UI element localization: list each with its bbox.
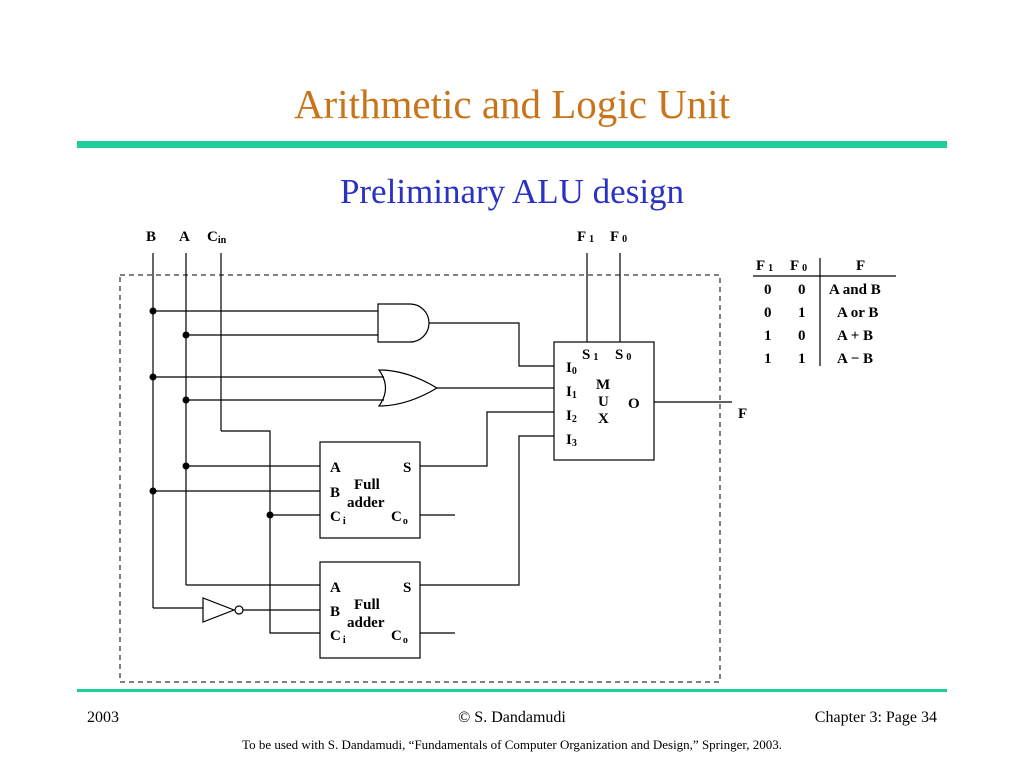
svg-text:Full: Full	[354, 597, 380, 613]
and-gate	[377, 303, 430, 343]
svg-text:F: F	[856, 258, 865, 274]
footer-author: © S. Dandamudi	[458, 709, 566, 726]
svg-text:1: 1	[764, 351, 772, 367]
footer-page: Chapter 3: Page 34	[814, 709, 937, 726]
inverter-bubble	[234, 605, 244, 615]
svg-text:Co: Co	[391, 509, 408, 527]
svg-text:0: 0	[764, 282, 772, 298]
slide-subtitle: Preliminary ALU design	[339, 172, 685, 211]
svg-text:I2: I2	[566, 408, 577, 425]
svg-text:I0: I0	[566, 360, 577, 377]
input-b-label: B	[146, 229, 156, 245]
svg-text:1: 1	[764, 328, 772, 344]
title-divider	[77, 141, 947, 148]
svg-text:F0: F0	[790, 258, 807, 274]
svg-text:S: S	[403, 580, 411, 596]
svg-text:A and B: A and B	[829, 282, 881, 298]
svg-text:Ci: Ci	[330, 628, 346, 646]
svg-text:A: A	[330, 580, 341, 596]
svg-text:S: S	[403, 460, 411, 476]
svg-text:B: B	[330, 604, 340, 620]
svg-text:0: 0	[764, 305, 772, 321]
mux-output-label: O	[628, 396, 640, 412]
svg-text:I1: I1	[566, 384, 577, 401]
multiplexer	[553, 341, 655, 461]
mux-name-m: M	[596, 377, 610, 393]
svg-text:Full: Full	[354, 477, 380, 493]
mux-name-u: U	[598, 394, 609, 410]
slide-title: Arithmetic and Logic Unit	[293, 81, 731, 127]
svg-text:Ci: Ci	[330, 509, 346, 527]
svg-text:S0: S0	[615, 347, 631, 363]
inverter-gate	[202, 597, 236, 623]
svg-text:A − B: A − B	[837, 351, 873, 367]
svg-text:adder: adder	[347, 495, 385, 511]
full-adder-1	[319, 441, 421, 539]
input-wires	[152, 253, 621, 634]
footer-year: 2003	[87, 709, 119, 726]
svg-text:adder: adder	[347, 615, 385, 631]
mux-name-x: X	[598, 411, 609, 427]
svg-text:F1: F1	[756, 258, 773, 274]
footer-credit: To be used with S. Dandamudi, “Fundament…	[242, 737, 782, 752]
input-cin-label: Cin	[207, 229, 227, 246]
footer-divider	[77, 689, 947, 692]
input-a-label: A	[179, 229, 190, 245]
svg-text:B: B	[330, 485, 340, 501]
alu-boundary	[119, 274, 721, 683]
output-f-label: F	[738, 406, 747, 422]
or-gate	[377, 369, 439, 407]
svg-text:Co: Co	[391, 628, 408, 646]
svg-text:1: 1	[798, 351, 806, 367]
svg-text:S1: S1	[582, 347, 598, 363]
svg-text:1: 1	[798, 305, 806, 321]
svg-text:A: A	[330, 460, 341, 476]
svg-text:0: 0	[798, 282, 806, 298]
svg-text:I3: I3	[566, 432, 577, 449]
svg-text:0: 0	[798, 328, 806, 344]
svg-text:A or B: A or B	[837, 305, 878, 321]
junction-dots	[149, 307, 274, 519]
svg-text:A + B: A + B	[837, 328, 873, 344]
